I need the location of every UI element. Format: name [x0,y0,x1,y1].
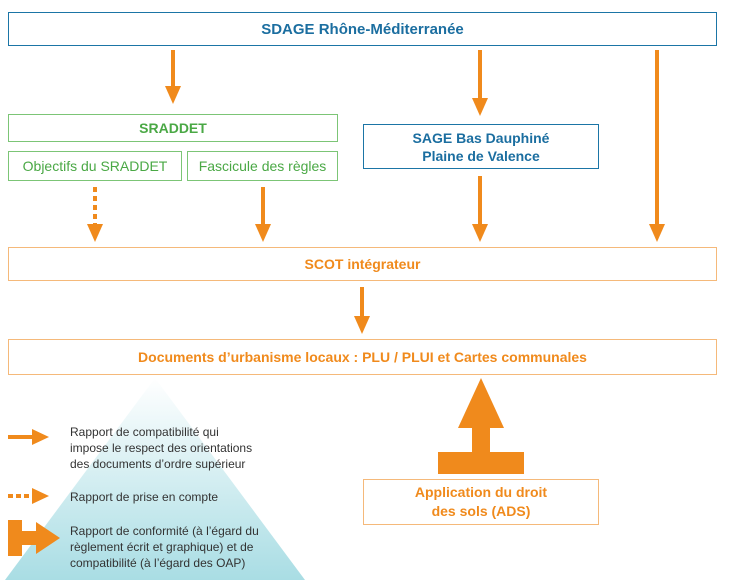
arrow-ads-to-documents-conformite [438,378,524,474]
fascicule-regles-label: Fascicule des règles [198,158,327,174]
legend-conformite-arrow-icon [8,520,60,556]
documents-urbanisme-box: Documents d’urbanisme locaux : PLU / PLU… [8,339,717,375]
legend-compatibilite-line2: impose le respect des orientations [70,441,253,455]
arrow-sage-to-scot [472,176,488,242]
ads-label-line1: Application du droit [414,484,548,500]
legend-conformite-line3: compatibilité (à l’égard des OAP) [70,556,246,570]
arrow-scot-to-documents [354,287,370,334]
objectifs-sraddet-box: Objectifs du SRADDET [8,151,182,181]
legend-conformite-line1: Rapport de conformité (à l’égard du [70,524,259,538]
legend-prise-en-compte-line1: Rapport de prise en compte [70,490,219,504]
sraddet-box: SRADDET [8,114,338,142]
legend-conformite-line2: règlement écrit et graphique) et de [70,540,254,554]
documents-urbanisme-label: Documents d’urbanisme locaux : PLU / PLU… [138,349,587,365]
scot-label: SCOT intégrateur [304,256,421,272]
legend-compatibilite-text: Rapport de compatibilité qui impose le r… [70,424,252,472]
legend-prise-en-compte-arrow-icon [8,488,49,504]
legend-compatibilite-arrow-icon [8,429,49,445]
legend-compatibilite-line1: Rapport de compatibilité qui [70,425,219,439]
sage-box: SAGE Bas Dauphiné Plaine de Valence [363,124,599,169]
sdage-box: SDAGE Rhône-Méditerranée [8,12,717,46]
arrow-objectifs-to-scot-dotted [87,187,103,242]
arrow-sdage-to-sage [472,50,488,116]
scot-box: SCOT intégrateur [8,247,717,281]
ads-label-line2: des sols (ADS) [431,503,531,519]
sage-label-line1: SAGE Bas Dauphiné [412,129,550,146]
sage-label-line2: Plaine de Valence [422,147,540,164]
legend-compatibilite-line3: des documents d’ordre supérieur [70,457,246,471]
arrow-sdage-to-sraddet [165,50,181,104]
legend-prise-en-compte-text: Rapport de prise en compte [70,489,218,505]
ads-box: Application du droit des sols (ADS) [363,479,599,525]
legend-conformite-text: Rapport de conformité (à l’égard du règl… [70,523,259,571]
arrow-sdage-to-scot [649,50,665,242]
arrow-fascicule-to-scot [255,187,271,242]
sdage-label: SDAGE Rhône-Méditerranée [261,20,464,38]
sraddet-label: SRADDET [139,120,207,136]
fascicule-regles-box: Fascicule des règles [187,151,338,181]
objectifs-sraddet-label: Objectifs du SRADDET [22,158,168,174]
